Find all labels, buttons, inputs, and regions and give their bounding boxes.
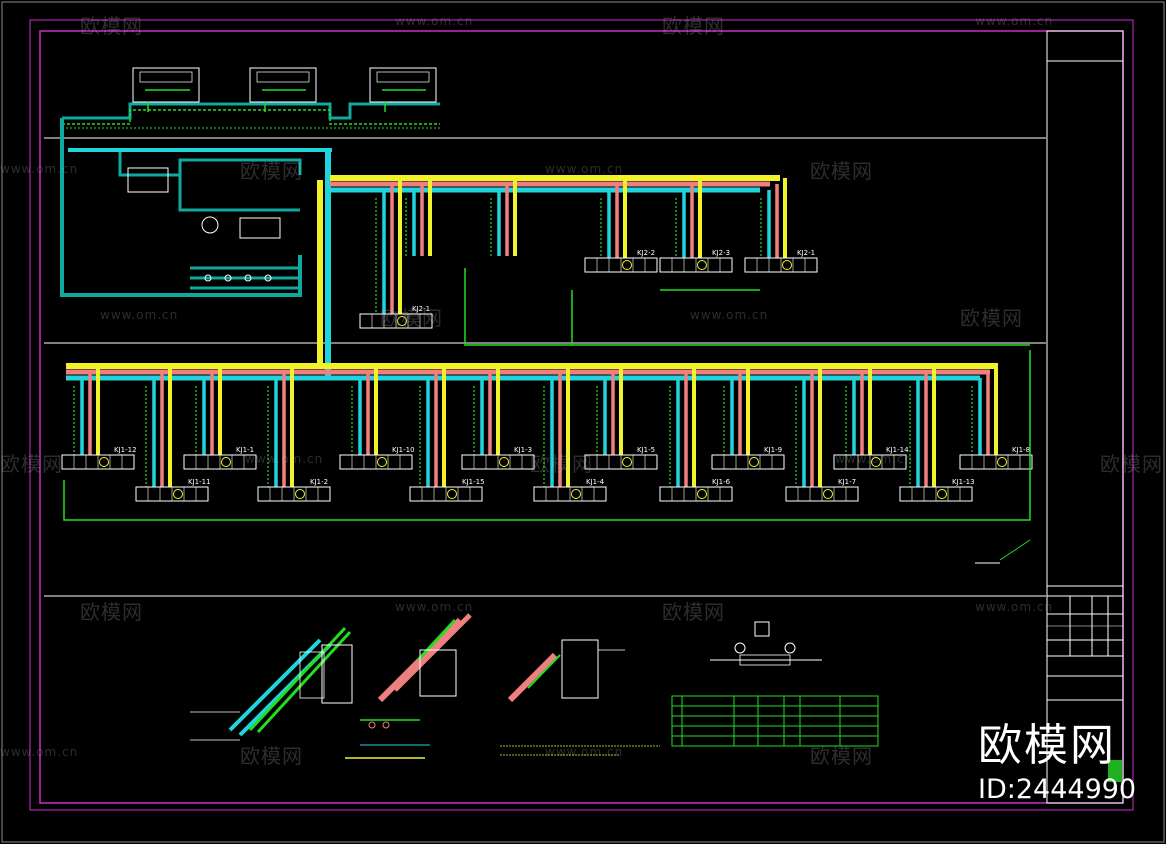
indoor-unit: KJ1-3 xyxy=(461,446,535,470)
model-id: ID:2444990 xyxy=(978,774,1137,805)
outdoor-unit-icon xyxy=(369,67,437,103)
unit-label: KJ1-4 xyxy=(586,478,605,486)
unit-label: KJ1-10 xyxy=(392,446,415,454)
watermark-brand: 欧模网 xyxy=(1100,452,1163,476)
outdoor-unit-icon xyxy=(249,67,317,103)
indoor-unit: KJ2-2 xyxy=(584,249,658,273)
lower-branch-pipes xyxy=(66,363,998,381)
watermark-brand: 欧模网 xyxy=(0,452,63,476)
pump-icon xyxy=(201,216,219,234)
watermark-brand: 欧模网 xyxy=(80,600,143,624)
watermark-brand: 欧模网 xyxy=(240,744,303,768)
indoor-unit: KJ1-14 xyxy=(833,446,909,470)
watermark-url: www.om.cn xyxy=(835,452,914,466)
unit-label: KJ1-1 xyxy=(236,446,254,454)
indoor-unit: KJ1-2 xyxy=(257,478,331,502)
unit-label: KJ1-8 xyxy=(1012,446,1030,454)
upper-branch-pipes xyxy=(330,175,780,193)
unit-label: KJ2-2 xyxy=(637,249,655,257)
outer-frame xyxy=(29,19,1134,811)
indoor-unit: KJ1-5 xyxy=(584,446,658,470)
unit-label: KJ1-9 xyxy=(764,446,782,454)
unit-label: KJ1-5 xyxy=(637,446,655,454)
outdoor-units xyxy=(132,67,437,103)
unit-label: KJ1-13 xyxy=(952,478,975,486)
indoor-unit: KJ1-4 xyxy=(533,478,607,502)
indoor-unit: KJ2-1 xyxy=(359,305,433,329)
watermark-brand: 欧模网 xyxy=(80,14,143,38)
watermark-brand: 欧模网 xyxy=(662,14,725,38)
brand-name: 欧模网 xyxy=(978,720,1116,771)
tank-icon xyxy=(127,167,169,193)
watermark-url: www.om.cn xyxy=(245,452,324,466)
unit-label: KJ1-15 xyxy=(462,478,485,486)
watermark-url: www.om.cn xyxy=(395,600,474,614)
equipment-loop xyxy=(60,118,302,297)
watermark-url: www.om.cn xyxy=(395,14,474,28)
watermark-brand: 欧模网 xyxy=(240,159,303,183)
top-headers xyxy=(62,102,440,129)
unit-label: KJ2-1 xyxy=(797,249,815,257)
unit-label: KJ2-1 xyxy=(412,305,430,313)
unit-label: KJ1-14 xyxy=(886,446,909,454)
unit-label: KJ2-3 xyxy=(712,249,730,257)
condensate-line-lower xyxy=(63,350,1031,521)
watermark-brand: 欧模网 xyxy=(810,159,873,183)
leader-line xyxy=(999,539,1031,561)
watermark-url: www.om.cn xyxy=(975,600,1054,614)
indoor-unit: KJ1-12 xyxy=(61,446,137,470)
indoor-unit: KJ1-15 xyxy=(409,478,485,502)
unit-label: KJ1-3 xyxy=(514,446,532,454)
title-block xyxy=(1046,30,1124,804)
watermark-url: www.om.cn xyxy=(975,14,1054,28)
detail-drawing-2 xyxy=(360,613,472,746)
watermark-url: www.om.cn xyxy=(690,308,769,322)
indoor-unit: KJ2-3 xyxy=(659,249,733,273)
indoor-unit: KJ1-6 xyxy=(659,478,733,502)
detail-drawing-3 xyxy=(507,639,625,703)
lower-row-a-units: KJ1-12 KJ1-1 KJ1-10 KJ1-3 KJ1-5 KJ1-9 KJ1-14 KJ… xyxy=(61,446,1033,470)
unit-label: KJ1-7 xyxy=(838,478,856,486)
brand-footer: 欧模网 ID:2444990 xyxy=(978,720,1137,805)
indoor-unit: KJ1-10 xyxy=(339,446,415,470)
heat-exchanger-icon xyxy=(239,217,281,239)
indoor-unit: KJ1-1 xyxy=(183,446,257,470)
watermark-brand: 欧模网 xyxy=(530,452,593,476)
indoor-unit: KJ1-8 xyxy=(959,446,1033,470)
outdoor-unit-icon xyxy=(132,67,200,103)
legend-symbols xyxy=(710,621,822,666)
unit-label: KJ1-12 xyxy=(114,446,137,454)
indoor-unit: KJ1-7 xyxy=(785,478,859,502)
equipment-table xyxy=(671,695,879,747)
watermark-url: www.om.cn xyxy=(0,745,79,759)
indoor-unit: KJ1-9 xyxy=(711,446,785,470)
unit-label: KJ1-11 xyxy=(188,478,211,486)
indoor-unit: KJ1-11 xyxy=(135,478,211,502)
watermark-url: www.om.cn xyxy=(545,745,624,759)
lower-drops xyxy=(73,366,998,487)
lower-row-b-units: KJ1-11 KJ1-2 KJ1-15 KJ1-4 KJ1-6 KJ1-7 KJ1-13 xyxy=(135,478,975,502)
watermark-brand: 欧模网 xyxy=(810,744,873,768)
watermark-brand: 欧模网 xyxy=(960,306,1023,330)
unit-label: KJ1-2 xyxy=(310,478,328,486)
indoor-unit: KJ1-13 xyxy=(899,478,975,502)
watermark-url: www.om.cn xyxy=(100,308,179,322)
unit-label: KJ1-6 xyxy=(712,478,731,486)
upper-drops xyxy=(375,178,787,314)
watermark-brand: 欧模网 xyxy=(380,306,443,330)
condensate-line-upper xyxy=(464,268,1030,346)
detail-drawing-1 xyxy=(190,626,353,741)
watermark-url: www.om.cn xyxy=(545,162,624,176)
watermark-url: www.om.cn xyxy=(0,162,79,176)
watermark-brand: 欧模网 xyxy=(662,600,725,624)
indoor-unit: KJ2-1 xyxy=(744,249,818,273)
main-riser xyxy=(68,148,332,378)
